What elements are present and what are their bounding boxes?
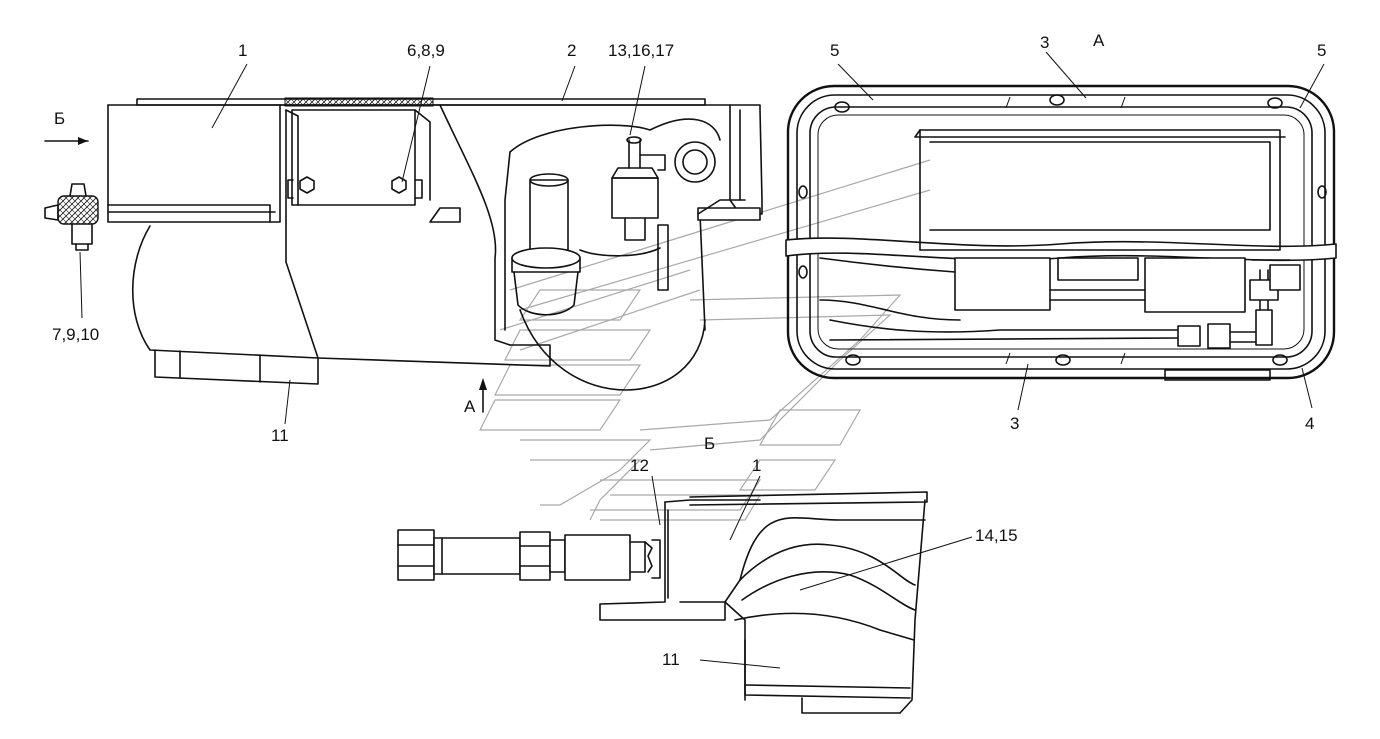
callout-7-9-10: 7,9,10 [52, 325, 100, 344]
callout-14-15: 14,15 [975, 526, 1018, 545]
callout-1: 1 [238, 41, 248, 60]
view-a-assembly [785, 51, 1337, 411]
callout-5-left: 5 [830, 41, 840, 60]
callout-12: 12 [630, 456, 649, 475]
callout-1-bottom: 1 [752, 456, 762, 475]
callout-6-8-9: 6,8,9 [407, 41, 445, 60]
view-title-b: Б [704, 434, 716, 453]
callout-11-bottom: 11 [662, 650, 680, 669]
callout-11: 11 [271, 426, 289, 445]
side-view-assembly [44, 63, 763, 425]
callout-2: 2 [567, 41, 577, 60]
callout-13-16-17: 13,16,17 [608, 41, 675, 60]
callout-4: 4 [1305, 414, 1315, 433]
callout-5-right: 5 [1317, 41, 1327, 60]
view-title-a: А [1093, 31, 1105, 50]
callout-3-top: 3 [1040, 33, 1050, 52]
view-marker-b: Б [54, 109, 66, 128]
callout-3-bottom: 3 [1010, 414, 1020, 433]
view-marker-a: А [464, 397, 476, 416]
watermark [479, 159, 931, 521]
view-b-assembly [397, 475, 973, 714]
